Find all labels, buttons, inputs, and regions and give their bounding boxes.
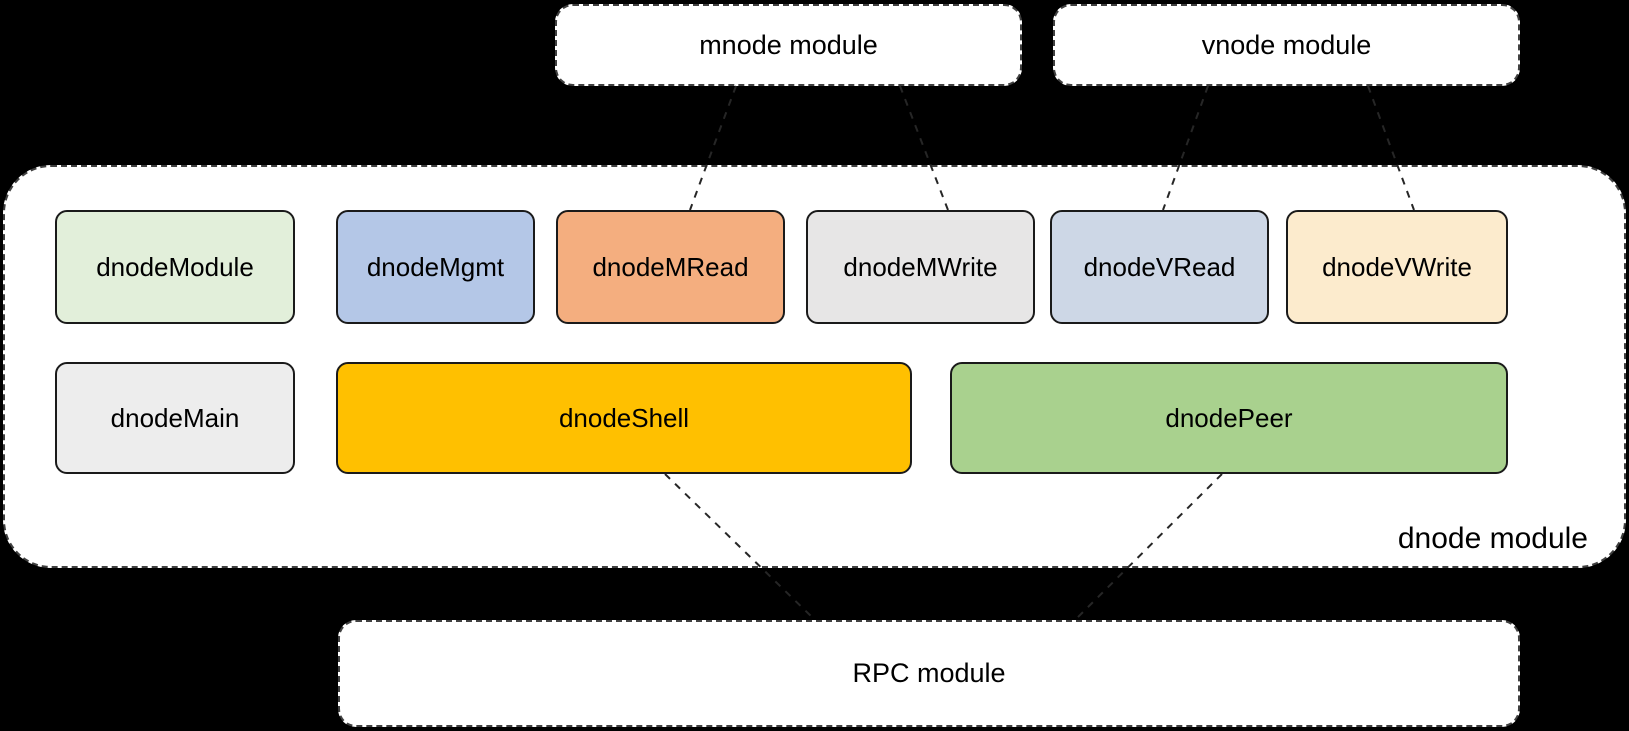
node-label-dnodemread: dnodeMRead [592, 252, 749, 282]
node-label-dnodeshell: dnodeShell [558, 403, 690, 433]
node-label-dnodevwrite: dnodeVWrite [1322, 252, 1472, 282]
node-label-dnodemodule: dnodeModule [96, 252, 254, 282]
node-label-dnodemwrite: dnodeMWrite [843, 252, 998, 282]
node-box-dnodemread[interactable]: dnodeMRead [556, 210, 785, 324]
node-label-dnodemgmt: dnodeMgmt [366, 252, 505, 282]
module-vnode[interactable]: vnode module [1053, 4, 1520, 86]
node-box-dnodevwrite[interactable]: dnodeVWrite [1286, 210, 1508, 324]
node-label-dnodemain: dnodeMain [110, 403, 240, 433]
node-box-dnodemwrite[interactable]: dnodeMWrite [806, 210, 1035, 324]
module-vnode-label: vnode module [1201, 29, 1372, 60]
module-mnode-label: mnode module [699, 29, 878, 60]
node-label-dnodevread: dnodeVRead [1083, 252, 1236, 282]
node-box-dnodemain[interactable]: dnodeMain [55, 362, 295, 474]
node-box-dnodeshell[interactable]: dnodeShell [336, 362, 912, 474]
node-label-dnodepeer: dnodePeer [1165, 403, 1293, 433]
node-box-dnodemodule[interactable]: dnodeModule [55, 210, 295, 324]
node-box-dnodevread[interactable]: dnodeVRead [1050, 210, 1269, 324]
module-dnode-label: dnode module [1397, 522, 1588, 555]
module-rpc-label: RPC module [852, 658, 1006, 688]
node-box-dnodepeer[interactable]: dnodePeer [950, 362, 1508, 474]
module-rpc[interactable]: RPC module [338, 620, 1520, 727]
node-box-dnodemgmt[interactable]: dnodeMgmt [336, 210, 535, 324]
module-mnode[interactable]: mnode module [555, 4, 1022, 86]
